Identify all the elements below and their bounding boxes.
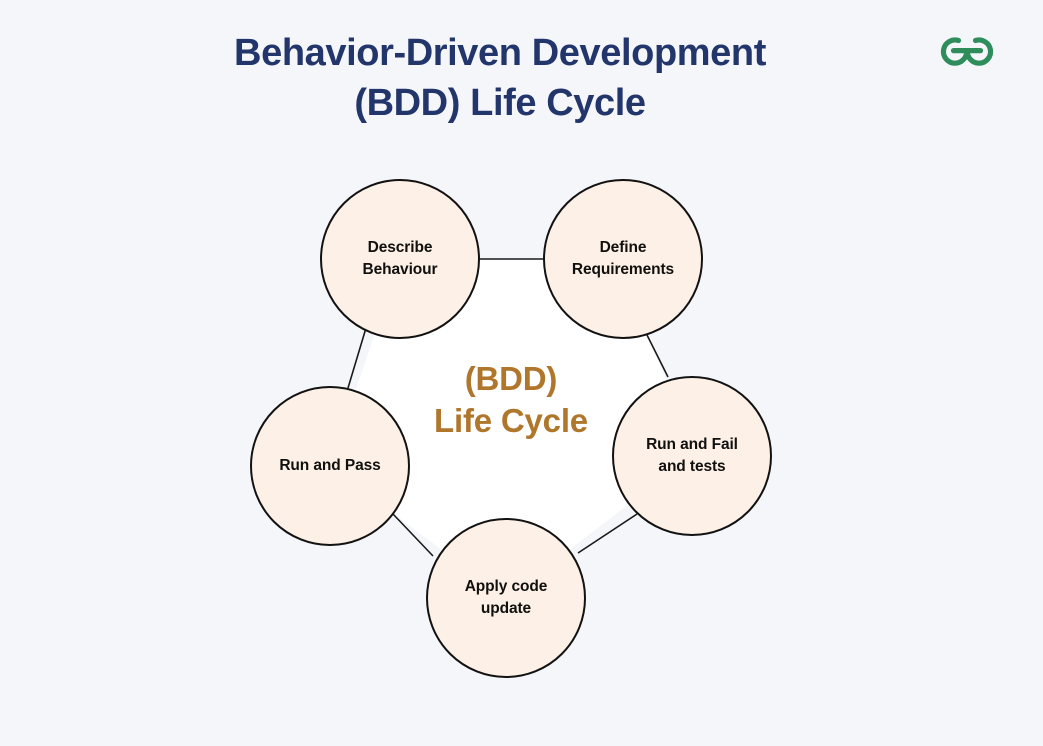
node-define-requirements[interactable]: Define Requirements: [543, 179, 703, 339]
node-label-line-2: and tests: [658, 458, 726, 475]
node-label-line-1: Run and Pass: [279, 457, 381, 474]
node-run-and-fail-and-tests[interactable]: Run and Fail and tests: [612, 376, 772, 536]
node-describe-behaviour[interactable]: Describe Behaviour: [320, 179, 480, 339]
connector-define-to-runfail: [646, 334, 669, 378]
node-run-and-pass-label: Run and Pass: [267, 455, 392, 477]
node-label-line-2: Requirements: [571, 261, 675, 278]
center-caption-line-1: (BDD): [464, 360, 558, 397]
connector-runpass-to-describe: [347, 327, 367, 389]
connector-apply-to-runpass: [392, 513, 434, 557]
node-label-line-1: Define: [599, 239, 647, 256]
node-describe-behaviour-label: Describe Behaviour: [351, 237, 450, 281]
node-label-line-1: Apply code: [464, 578, 548, 595]
center-caption-line-2: Life Cycle: [434, 401, 588, 439]
connector-runfail-to-apply: [577, 513, 638, 554]
header: Behavior-Driven Development (BDD) Life C…: [0, 0, 1043, 160]
geeksforgeeks-logo: [932, 28, 1002, 72]
center-caption: (BDD) Life Cycle: [396, 358, 626, 441]
page-title-line-1: Behavior-Driven Development: [234, 32, 766, 74]
node-label-line-1: Describe: [367, 239, 433, 256]
node-label-line-2: update: [480, 600, 532, 617]
node-run-and-fail-and-tests-label: Run and Fail and tests: [634, 434, 750, 478]
node-apply-code-update-label: Apply code update: [453, 576, 560, 620]
page-title-line-2: (BDD) Life Cycle: [354, 82, 646, 125]
node-label-line-2: Behaviour: [362, 261, 438, 278]
node-run-and-pass[interactable]: Run and Pass: [250, 386, 410, 546]
node-label-line-1: Run and Fail: [646, 436, 738, 453]
node-apply-code-update[interactable]: Apply code update: [426, 518, 586, 678]
page-title: Behavior-Driven Development (BDD) Life C…: [120, 28, 880, 128]
node-define-requirements-label: Define Requirements: [560, 237, 686, 281]
